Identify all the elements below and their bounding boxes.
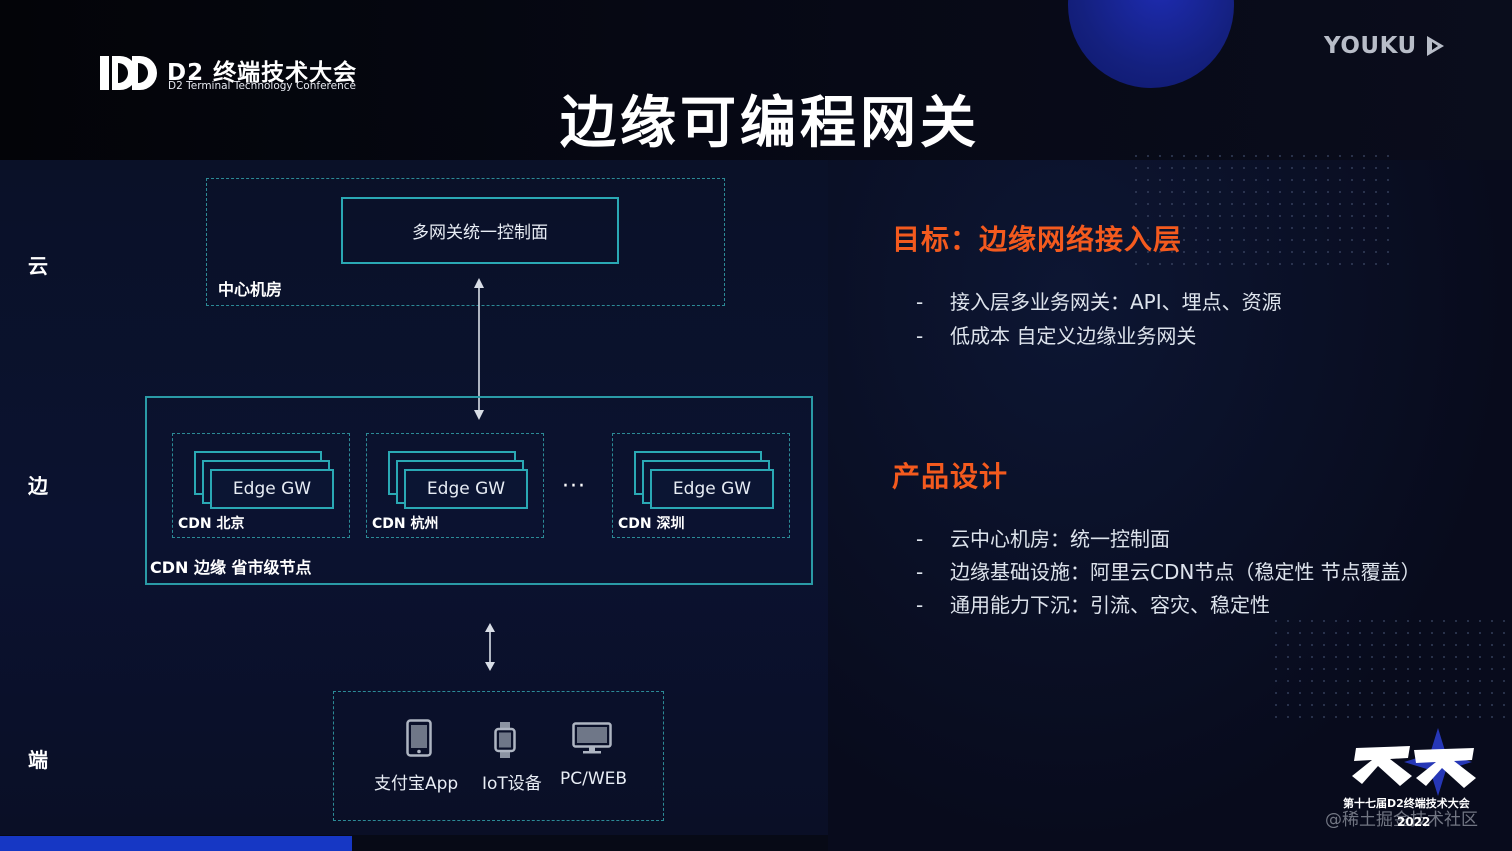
edge-gw-box: Edge GW <box>210 469 334 509</box>
control-plane-box: 多网关统一控制面 <box>341 197 619 264</box>
design-item: -云中心机房：统一控制面 <box>916 527 1170 551</box>
cdn-edge-box <box>145 396 813 585</box>
tier-label-edge: 边 <box>28 474 48 498</box>
progress-bar <box>0 836 352 851</box>
monitor-icon <box>572 722 612 754</box>
end-devices-box <box>333 691 664 821</box>
cdn-node-label: CDN 深圳 <box>618 516 685 532</box>
logo-subtitle: D2 Terminal Technology Conference <box>168 80 356 92</box>
text-panel <box>828 160 1512 851</box>
arrow-edge-end-icon <box>485 623 495 671</box>
goal-item: -低成本 自定义边缘业务网关 <box>916 324 1197 348</box>
arrow-cloud-edge-icon <box>474 278 484 420</box>
tier-label-cloud: 云 <box>28 254 48 278</box>
goal-title: 目标：边缘网络接入层 <box>892 223 1183 256</box>
watch-icon <box>494 722 516 758</box>
design-title: 产品设计 <box>892 460 1009 493</box>
design-item: -边缘基础设施：阿里云CDN节点（稳定性 节点覆盖） <box>916 560 1421 584</box>
cdn-node-label: CDN 杭州 <box>372 516 439 532</box>
cdn-node-hangzhou <box>366 433 544 538</box>
edge-gw-box: Edge GW <box>404 469 528 509</box>
goal-item: -接入层多业务网关：API、埋点、资源 <box>916 290 1282 314</box>
badge-text: 第十七届D2终端技术大会 <box>1343 797 1470 810</box>
design-item-text: 通用能力下沉：引流、容灾、稳定性 <box>950 593 1270 617</box>
play-icon <box>1427 36 1444 56</box>
cdn-node-shenzhen <box>612 433 790 538</box>
edge-gw-label: Edge GW <box>672 479 752 499</box>
conference-badge-logo <box>1352 728 1476 796</box>
device-label-alipay: 支付宝App <box>374 774 459 794</box>
goal-item-text: 低成本 自定义边缘业务网关 <box>950 324 1197 348</box>
page-title: 边缘可编程网关 <box>560 91 980 156</box>
center-room-label: 中心机房 <box>218 280 283 299</box>
device-label-pcweb: PC/WEB <box>560 769 628 789</box>
decor-dots <box>1130 150 1390 270</box>
d2-logo-icon <box>100 56 157 90</box>
edge-gw-label: Edge GW <box>426 479 506 499</box>
device-label-iot: IoT设备 <box>482 774 542 794</box>
cdn-node-label: CDN 北京 <box>178 516 245 532</box>
goal-item-text: 接入层多业务网关：API、埋点、资源 <box>950 290 1282 314</box>
design-item-text: 云中心机房：统一控制面 <box>950 527 1170 551</box>
youku-logo: YOUKU <box>1324 33 1417 59</box>
ellipsis: ··· <box>562 474 586 499</box>
control-plane-label: 多网关统一控制面 <box>412 223 548 243</box>
cdn-edge-label: CDN 边缘 省市级节点 <box>150 558 312 577</box>
logo-title: D2 终端技术大会 <box>167 60 358 86</box>
header-band <box>0 0 1512 160</box>
design-item: -通用能力下沉：引流、容灾、稳定性 <box>916 593 1270 617</box>
badge-year: 2022 <box>1397 815 1431 829</box>
cdn-node-beijing <box>172 433 350 538</box>
center-room-box <box>206 178 725 306</box>
decor-dots <box>1270 615 1512 725</box>
watermark: @稀土掘金技术社区 <box>1325 810 1478 830</box>
phone-icon <box>406 719 432 757</box>
design-item-text: 边缘基础设施：阿里云CDN节点（稳定性 节点覆盖） <box>950 560 1421 584</box>
edge-gw-box: Edge GW <box>650 469 774 509</box>
tier-label-end: 端 <box>28 748 48 772</box>
edge-gw-label: Edge GW <box>232 479 312 499</box>
